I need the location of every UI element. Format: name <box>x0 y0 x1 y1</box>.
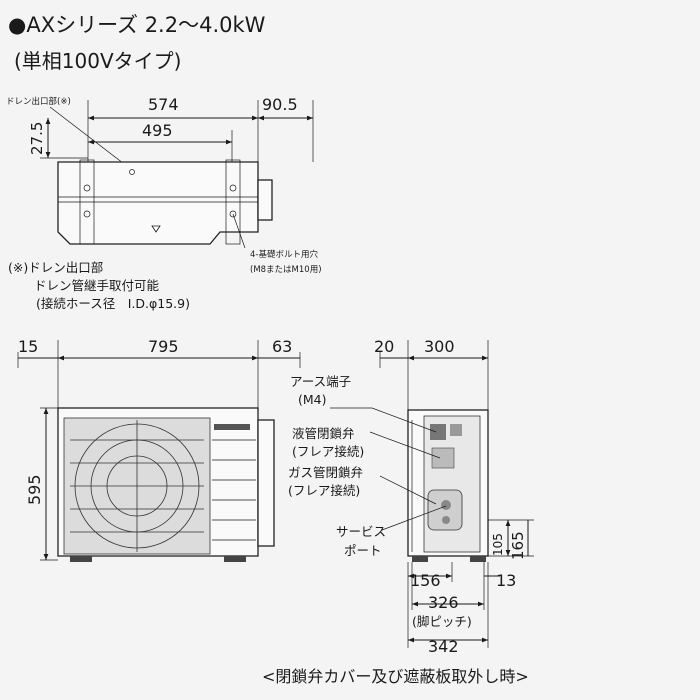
liquid-valve-label-2: (フレア接続) <box>292 444 364 459</box>
dim-156: 156 <box>410 571 441 590</box>
bolt-hole <box>83 210 91 218</box>
dim-13: 13 <box>496 571 516 590</box>
note-line-3: (接続ホース径 I.D.φ15.9) <box>36 296 190 311</box>
dim-300: 300 <box>424 337 455 356</box>
gas-valve <box>427 489 463 531</box>
dim-165: 165 <box>509 531 527 560</box>
footer-caption: <閉鎖弁カバー及び遮蔽板取外し時> <box>262 667 529 686</box>
foot-left <box>79 159 95 245</box>
foot-side-right <box>470 556 486 562</box>
valve-stem <box>442 516 450 524</box>
dim-63: 63 <box>272 337 292 356</box>
arrow-mark <box>151 225 161 233</box>
drain-hole <box>129 169 135 175</box>
earth-terminal <box>430 424 446 440</box>
drawing-subtitle: (単相100Vタイプ) <box>14 49 181 73</box>
side-view: 20 300 アース端子 (M4) 液管閉鎖弁 (フレア接続) ガス管閉鎖弁 (… <box>288 337 534 656</box>
dim-326: 326 <box>428 593 459 612</box>
earth-terminal-label-2: (M4) <box>298 392 327 407</box>
terminal-block <box>450 424 462 436</box>
unit-top-outline <box>57 161 259 245</box>
top-view: ドレン出口部(※) 574 90.5 495 27.5 4-基礎ボルト用穴 (M… <box>6 95 322 275</box>
liquid-valve-label-1: 液管閉鎖弁 <box>292 426 355 441</box>
foot-front-right <box>224 556 246 562</box>
dim-342: 342 <box>428 637 459 656</box>
dim-795: 795 <box>148 337 179 356</box>
dim-105: 105 <box>491 533 505 556</box>
service-port-label-2: ポート <box>344 543 382 558</box>
front-view: 15 795 63 595 <box>17 337 301 562</box>
bolt-hole <box>83 184 91 192</box>
dim-574: 574 <box>148 95 179 114</box>
leader <box>371 407 437 433</box>
drain-note: (※)ドレン出口部 ドレン管継手取付可能 (接続ホース径 I.D.φ15.9) <box>8 260 190 311</box>
service-port-label-1: サービス <box>336 524 386 539</box>
dim-27-5: 27.5 <box>28 122 46 155</box>
leader <box>379 475 437 505</box>
foot-right <box>225 159 241 245</box>
service-port <box>441 500 451 510</box>
foot-side-left <box>412 556 428 562</box>
valve-cover-top <box>257 179 273 221</box>
note-line-1: (※)ドレン出口部 <box>8 260 103 275</box>
bolt-hole-label-1: 4-基礎ボルト用穴 <box>250 249 318 260</box>
dim-595: 595 <box>25 474 44 505</box>
gas-valve-label-1: ガス管閉鎖弁 <box>288 465 363 480</box>
dim-20: 20 <box>374 337 394 356</box>
bolt-hole <box>229 184 237 192</box>
dim-495: 495 <box>142 121 173 140</box>
leader <box>369 431 441 459</box>
brand-plate <box>214 424 250 430</box>
earth-terminal-label-1: アース端子 <box>290 374 351 389</box>
foot-front-left <box>70 556 92 562</box>
bolt-hole <box>229 210 237 218</box>
leader <box>381 505 447 531</box>
drain-outlet-label: ドレン出口部(※) <box>6 96 71 107</box>
dim-90-5: 90.5 <box>262 95 298 114</box>
bolt-leader-line <box>232 213 246 249</box>
liquid-valve <box>431 447 455 469</box>
valve-cover-front <box>257 419 275 547</box>
note-line-2: ドレン管継手取付可能 <box>34 278 160 293</box>
drawing-title: ●AXシリーズ 2.2〜4.0kW <box>8 13 266 37</box>
dim-15: 15 <box>18 337 38 356</box>
bolt-hole-label-2: (M8またはM10用) <box>250 265 322 275</box>
gas-valve-label-2: (フレア接続) <box>288 483 360 498</box>
leg-pitch-label: (脚ピッチ) <box>412 614 472 629</box>
drain-leader-line <box>49 106 133 171</box>
